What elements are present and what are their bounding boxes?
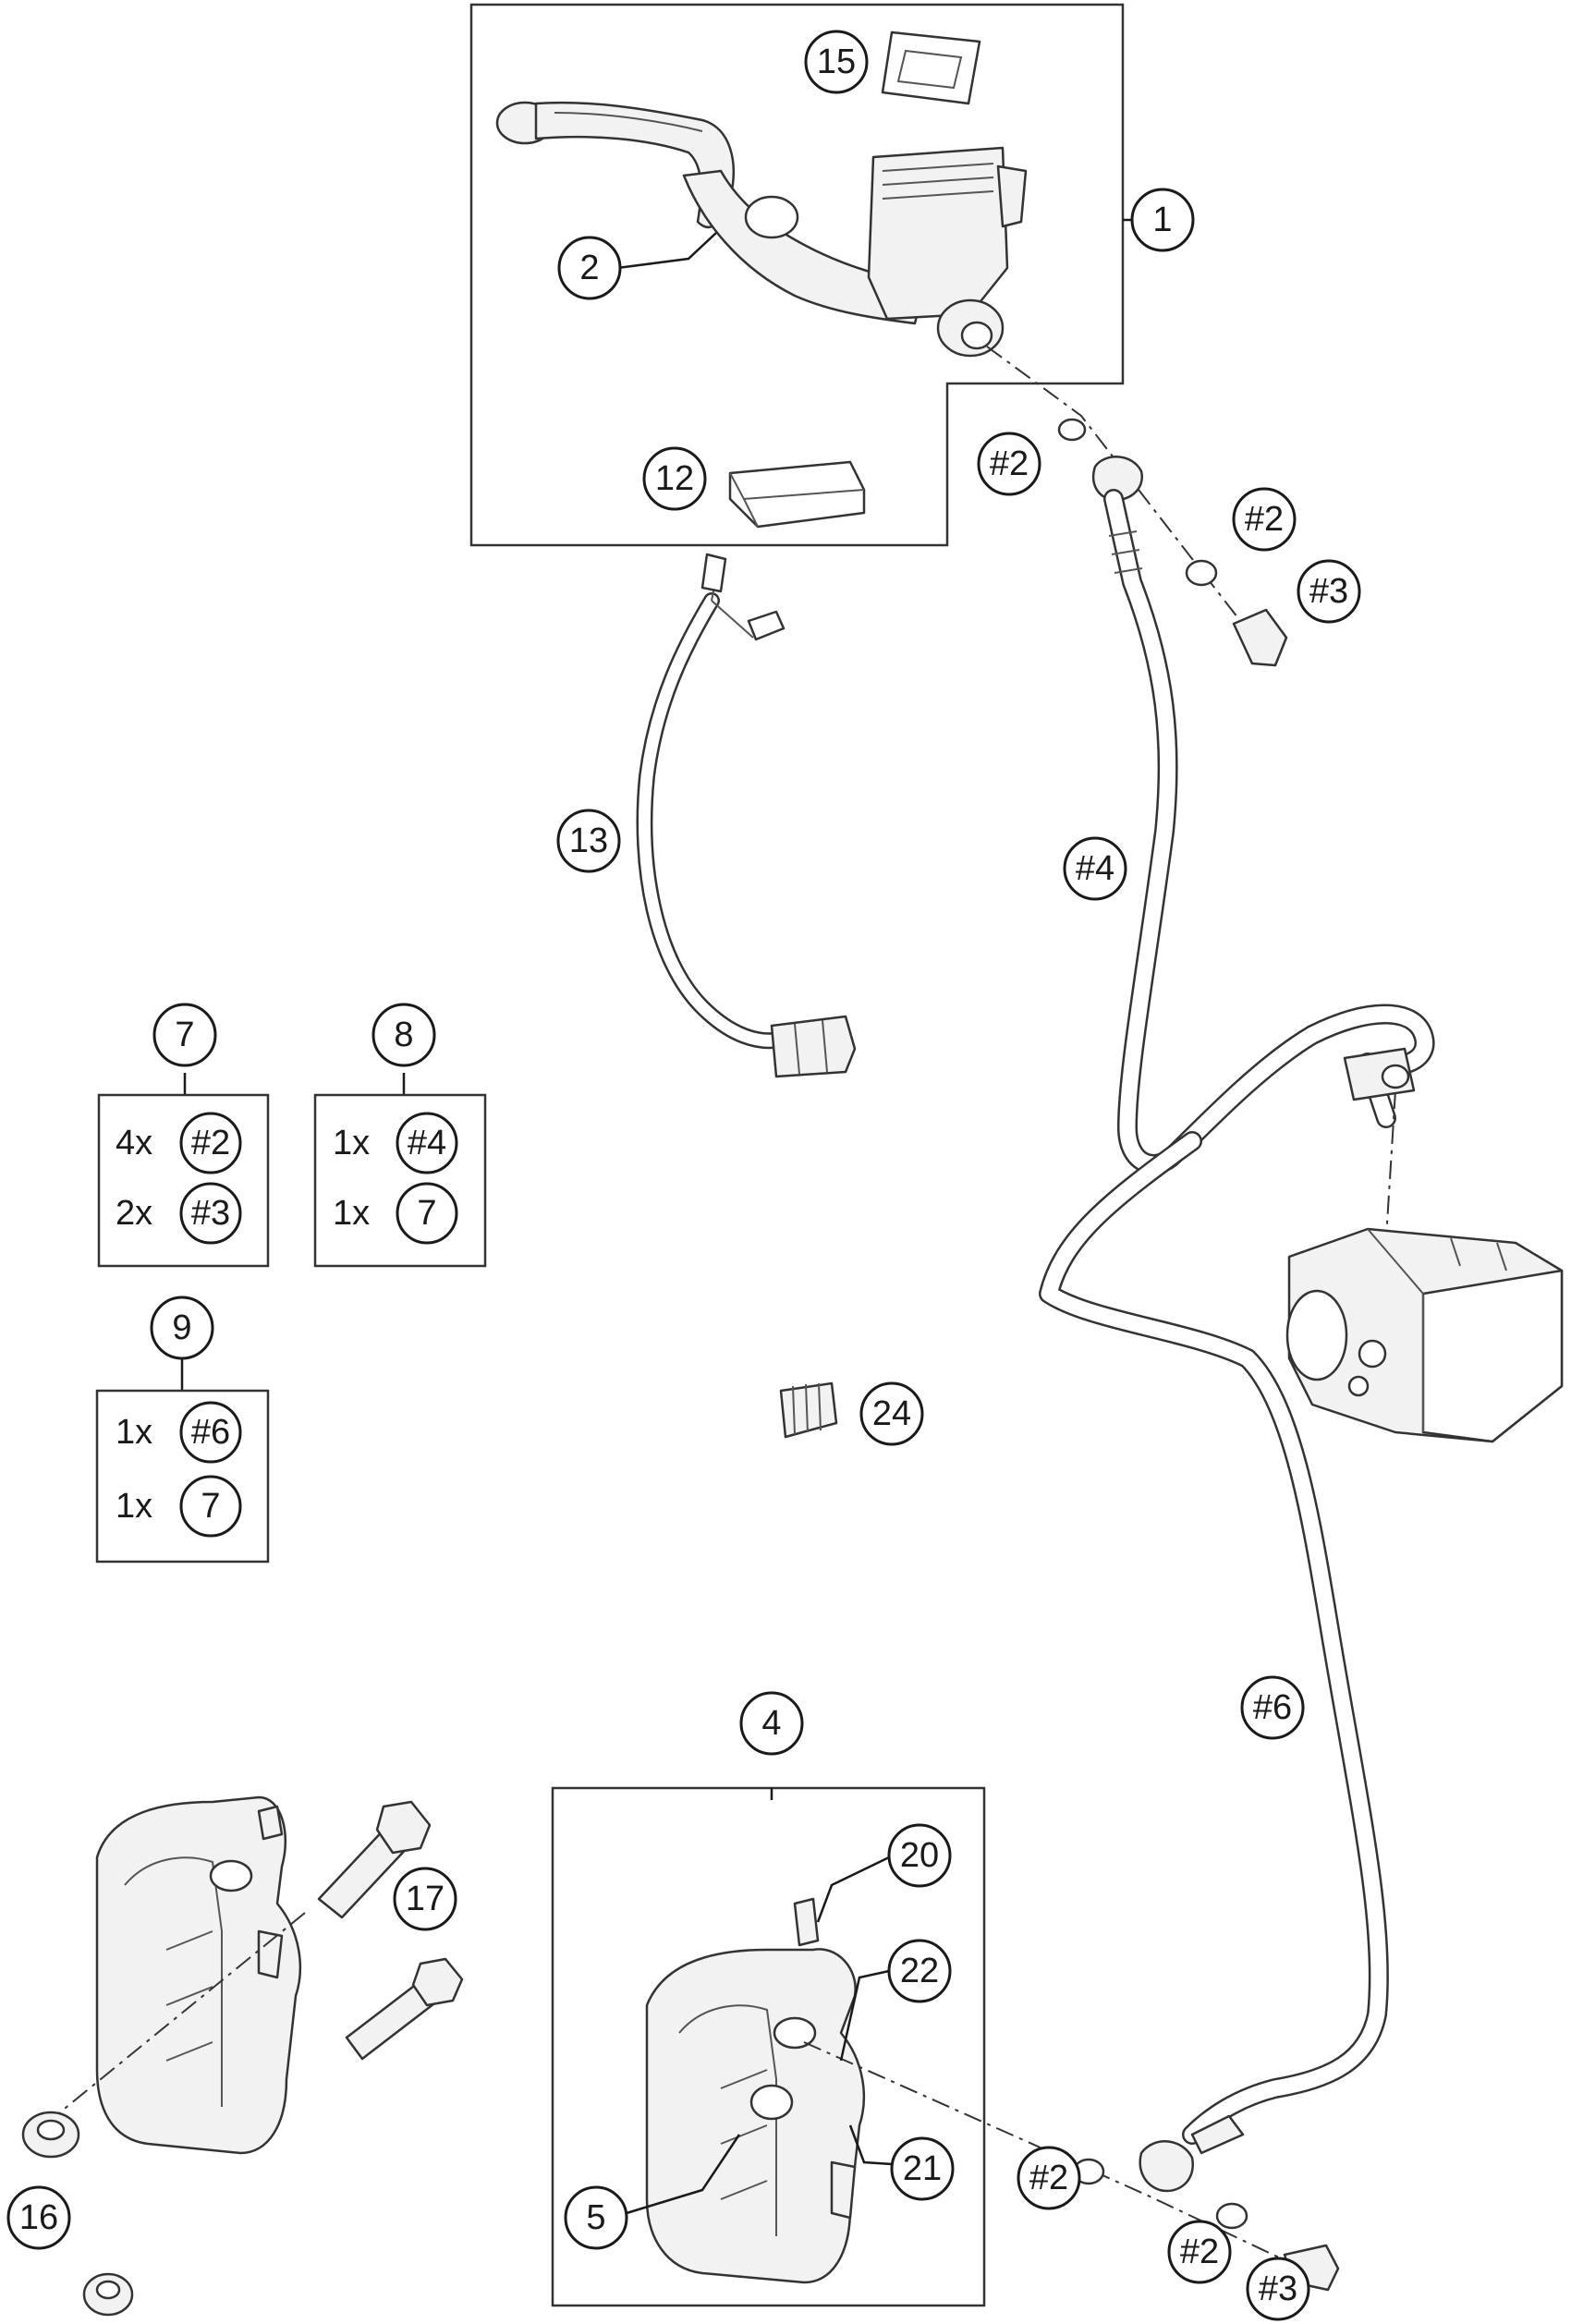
svg-text:13: 13 bbox=[569, 821, 608, 860]
leader-lines bbox=[180, 218, 1132, 2215]
kit-box-8 bbox=[313, 1093, 487, 1268]
svg-text:5: 5 bbox=[586, 2198, 605, 2237]
svg-text:#2: #2 bbox=[1180, 2233, 1219, 2271]
svg-text:#2: #2 bbox=[1245, 500, 1284, 539]
caliper-group-box bbox=[551, 1786, 986, 2307]
svg-text:4x: 4x bbox=[116, 1124, 152, 1162]
callout-hash-2-lower: #2 bbox=[1167, 2220, 1232, 2284]
lower-fitting-axis bbox=[803, 2041, 1313, 2274]
kit-8-line-1: 1x bbox=[333, 1124, 370, 1162]
callout-2: 2 bbox=[557, 236, 622, 300]
callout-22: 22 bbox=[887, 1939, 952, 2003]
svg-text:9: 9 bbox=[172, 1308, 191, 1347]
kit-box-9 bbox=[95, 1389, 270, 1564]
callout-20: 20 bbox=[887, 1823, 952, 1888]
svg-text:1x: 1x bbox=[333, 1124, 370, 1162]
kit-7-line-1-ref: #2 bbox=[179, 1112, 242, 1174]
svg-text:8: 8 bbox=[394, 1016, 413, 1054]
kit-7-line-2: 2x bbox=[116, 1194, 152, 1233]
callout-8: 8 bbox=[371, 1003, 436, 1067]
svg-text:#3: #3 bbox=[191, 1194, 230, 1233]
svg-text:1x: 1x bbox=[333, 1194, 370, 1233]
kit-8-line-2: 1x bbox=[333, 1194, 370, 1233]
master-cylinder-group-box bbox=[469, 3, 1125, 547]
svg-text:#4: #4 bbox=[408, 1124, 446, 1162]
kit-9-line-1: 1x bbox=[116, 1413, 152, 1452]
connector-clip-part bbox=[779, 1381, 838, 1439]
svg-text:#2: #2 bbox=[1029, 2159, 1068, 2197]
callout-15: 15 bbox=[804, 30, 869, 94]
abs-fitting-axis bbox=[1385, 1089, 1396, 1239]
callout-5: 5 bbox=[564, 2185, 628, 2250]
callout-4: 4 bbox=[739, 1691, 804, 1756]
callout-hash-6: #6 bbox=[1240, 1675, 1305, 1740]
brake-hose-6-part bbox=[1039, 1131, 1389, 2145]
callout-16: 16 bbox=[6, 2185, 71, 2250]
svg-text:1x: 1x bbox=[116, 1413, 152, 1452]
callout-hash-2-upper: #2 bbox=[977, 432, 1041, 496]
svg-text:2: 2 bbox=[579, 249, 599, 287]
svg-text:#3: #3 bbox=[1309, 572, 1348, 611]
callout-21: 21 bbox=[890, 2136, 955, 2201]
callout-hash-3-upper: #3 bbox=[1297, 559, 1361, 624]
svg-text:7: 7 bbox=[201, 1487, 220, 1526]
callout-hash-2-banjo: #2 bbox=[1232, 487, 1297, 552]
brake-lever-part bbox=[495, 101, 735, 229]
callout-hash-3-lower: #3 bbox=[1246, 2257, 1310, 2321]
svg-text:1: 1 bbox=[1152, 201, 1172, 239]
kit-8-line-2-ref: 7 bbox=[396, 1182, 458, 1245]
svg-text:1x: 1x bbox=[116, 1487, 152, 1526]
svg-text:#6: #6 bbox=[1253, 1688, 1292, 1727]
callout-hash-4: #4 bbox=[1063, 836, 1127, 901]
callout-7: 7 bbox=[152, 1003, 217, 1067]
svg-text:12: 12 bbox=[655, 459, 694, 498]
svg-text:4: 4 bbox=[761, 1704, 781, 1743]
lower-banjo-parts bbox=[1072, 2114, 1340, 2292]
svg-text:7: 7 bbox=[175, 1016, 194, 1054]
loose-caliper-part bbox=[95, 1795, 301, 2155]
svg-text:7: 7 bbox=[417, 1194, 436, 1233]
callout-24: 24 bbox=[859, 1381, 924, 1446]
sensor-cable-part bbox=[636, 553, 857, 1078]
brake-caliper-part bbox=[645, 1897, 865, 2284]
svg-text:15: 15 bbox=[817, 43, 856, 81]
kit-box-7 bbox=[97, 1093, 270, 1268]
svg-text:20: 20 bbox=[900, 1836, 939, 1875]
callout-1: 1 bbox=[1130, 188, 1195, 252]
kit-9-line-2: 1x bbox=[116, 1487, 152, 1526]
callout-9: 9 bbox=[150, 1296, 214, 1360]
svg-text:#2: #2 bbox=[990, 444, 1029, 483]
svg-text:#2: #2 bbox=[191, 1124, 230, 1162]
svg-text:#6: #6 bbox=[191, 1413, 230, 1452]
reservoir-gasket-part bbox=[881, 30, 981, 105]
brake-light-switch-part bbox=[728, 460, 866, 529]
caliper-bolts-part bbox=[317, 1800, 464, 2061]
kit-7-line-2-ref: #3 bbox=[179, 1182, 242, 1245]
kit-9-line-1-ref: #6 bbox=[179, 1401, 242, 1464]
svg-text:#3: #3 bbox=[1259, 2269, 1297, 2308]
callout-17: 17 bbox=[393, 1867, 457, 1931]
svg-text:16: 16 bbox=[19, 2198, 58, 2237]
kit-7-line-1: 4x bbox=[116, 1124, 152, 1162]
svg-text:21: 21 bbox=[903, 2149, 942, 2188]
abs-banjo-parts bbox=[1343, 1047, 1416, 1101]
callout-hash-2-caliper: #2 bbox=[1017, 2146, 1081, 2210]
svg-text:22: 22 bbox=[900, 1952, 939, 1990]
kit-8-line-1-ref: #4 bbox=[396, 1112, 458, 1174]
callout-12: 12 bbox=[642, 446, 707, 511]
master-cylinder-part bbox=[682, 146, 1028, 358]
kit-9-line-2-ref: 7 bbox=[179, 1475, 242, 1538]
upper-banjo-parts bbox=[1057, 418, 1288, 667]
callout-13: 13 bbox=[556, 809, 621, 873]
svg-text:2x: 2x bbox=[116, 1194, 152, 1233]
svg-text:24: 24 bbox=[872, 1394, 911, 1433]
svg-text:17: 17 bbox=[406, 1880, 445, 1918]
svg-text:#4: #4 bbox=[1076, 849, 1114, 888]
spacer-bushings-part bbox=[21, 2111, 134, 2317]
abs-unit-part bbox=[1285, 1227, 1564, 1443]
